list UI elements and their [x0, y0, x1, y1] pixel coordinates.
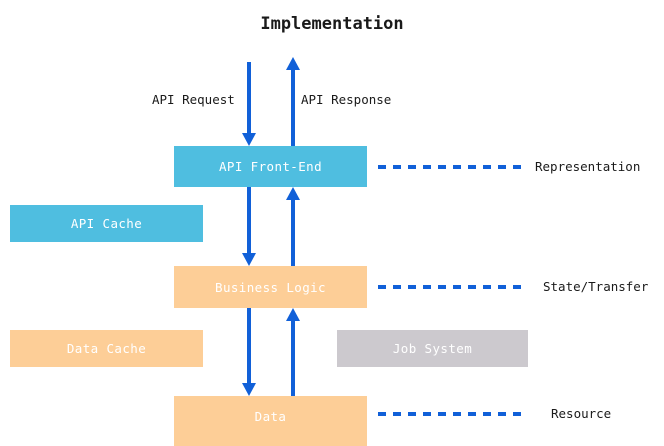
node-data-cache[interactable]: Data Cache [10, 330, 203, 367]
dashed-connector-resource [378, 412, 521, 416]
tier-label-resource: Resource [551, 406, 612, 421]
arrowhead-down-icon [242, 133, 256, 146]
node-label: API Cache [70, 216, 143, 231]
node-label: Job System [392, 341, 473, 356]
arrow-shaft [291, 319, 295, 396]
arrow-shaft [247, 187, 251, 255]
tier-label-state-transfer: State/Transfer [543, 279, 649, 294]
arrow-shaft [291, 68, 295, 146]
node-job-system[interactable]: Job System [337, 330, 528, 367]
node-api-front-end[interactable]: API Front-End [174, 146, 367, 187]
arrowhead-up-icon [286, 308, 300, 321]
arrow-shaft [247, 308, 251, 385]
node-data[interactable]: Data [174, 396, 367, 446]
arrowhead-up-icon [286, 187, 300, 200]
node-label: Data Cache [66, 341, 147, 356]
arrowhead-down-icon [242, 383, 256, 396]
node-label: API Front-End [218, 159, 323, 174]
node-label: Data [254, 409, 287, 424]
arrow-shaft [291, 198, 295, 266]
arrowhead-down-icon [242, 253, 256, 266]
arrow-caption-api-request: API Request [152, 92, 235, 107]
arrow-shaft [247, 62, 251, 135]
node-api-cache[interactable]: API Cache [10, 205, 203, 242]
tier-label-representation: Representation [535, 159, 641, 174]
node-label: Business Logic [215, 279, 326, 295]
dashed-connector-state-transfer [378, 285, 521, 289]
arrowhead-up-icon [286, 57, 300, 70]
page-title: Implementation [260, 14, 404, 34]
node-business-logic[interactable]: Business Logic [174, 266, 367, 308]
arrow-caption-api-response: API Response [301, 92, 392, 107]
dashed-connector-representation [378, 165, 521, 169]
